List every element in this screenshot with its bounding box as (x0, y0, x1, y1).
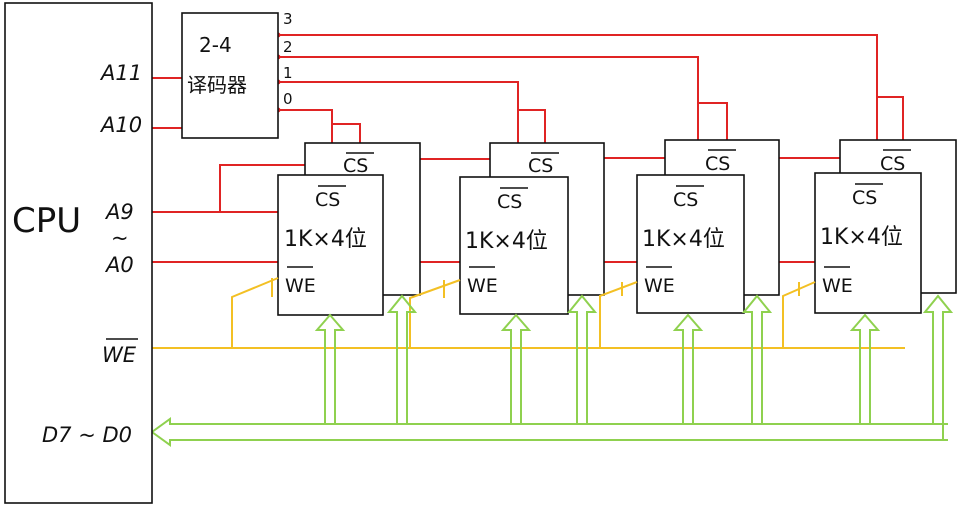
cpu-label: CPU (12, 201, 81, 241)
chip-2-size-label: 1K×4位 (465, 229, 548, 254)
data-bus (150, 294, 954, 447)
decoder-out1-branch (518, 109, 546, 143)
decoder-body (181, 12, 279, 139)
chip-3: CS 1K×4位 WE (636, 174, 745, 314)
data-arrow-2 (500, 294, 598, 424)
a9-back-branch (219, 164, 305, 212)
data-bus-main-arrow (150, 417, 948, 447)
decoder-out2-branch (698, 102, 728, 140)
data-arrow-3 (672, 294, 773, 424)
chip-1: CS 1K×4位 WE (277, 174, 384, 316)
back-chip-2-cs-label: CS (528, 155, 553, 177)
back-chip-3-cs-label: CS (705, 153, 730, 175)
cpu-block: CPU A11 A10 A9 ~ A0 WE D7 ~ D0 (4, 2, 153, 504)
decoder-output-3-label: 3 (283, 10, 293, 28)
chip-3-cs-label: CS (673, 189, 698, 211)
decoder-out2-line (278, 56, 699, 163)
back-chip-1-cs-label: CS (343, 155, 368, 177)
decoder-out3-line (278, 34, 878, 165)
pin-a10-label: A10 (99, 113, 142, 137)
chip-2: CS 1K×4位 WE (459, 176, 569, 315)
chip-4-we-label: WE (822, 275, 853, 297)
chip-2-cs-label: CS (497, 191, 522, 213)
chip-3-size-label: 1K×4位 (642, 227, 725, 252)
chip-1-cs-label: CS (315, 189, 340, 211)
pin-a11-label: A11 (99, 61, 142, 85)
cpu-body (4, 2, 153, 504)
chip-2-we-label: WE (467, 275, 498, 297)
pin-tilde-label: ~ (111, 226, 129, 250)
chip-4-body (814, 172, 922, 314)
chip-3-body (636, 174, 745, 314)
chip-2-body (459, 176, 569, 315)
chip-1-body (277, 174, 384, 316)
we-branch-4 (782, 281, 816, 348)
decoder-out0-branch (332, 123, 361, 143)
pin-data-bus-label: D7 ~ D0 (42, 423, 132, 447)
data-arrow-4 (849, 294, 954, 440)
decoder-output-1-label: 1 (283, 64, 293, 82)
we-branch-1 (231, 277, 279, 348)
decoder-subtitle: 译码器 (187, 73, 247, 97)
decoder-out3-branch (877, 96, 904, 140)
pin-a0-label: A0 (104, 253, 134, 277)
pin-we-label: WE (102, 343, 137, 367)
we-branch-3 (599, 281, 638, 348)
decoder-output-0-label: 0 (283, 90, 293, 108)
data-arrow-1 (314, 294, 418, 424)
we-lines (152, 277, 905, 349)
chip-1-we-label: WE (285, 275, 316, 297)
chip-1-size-label: 1K×4位 (284, 227, 367, 252)
back-chip-4-cs-label: CS (880, 153, 905, 175)
decoder-title: 2-4 (199, 33, 232, 57)
chip-3-we-label: WE (644, 275, 675, 297)
chip-4-size-label: 1K×4位 (820, 225, 903, 250)
decoder-output-2-label: 2 (283, 38, 293, 56)
chip-4: CS 1K×4位 WE (814, 172, 922, 314)
pin-a9-label: A9 (104, 200, 134, 224)
chip-4-cs-label: CS (852, 187, 877, 209)
decoder: 2-4 译码器 3 2 1 0 (181, 10, 293, 139)
